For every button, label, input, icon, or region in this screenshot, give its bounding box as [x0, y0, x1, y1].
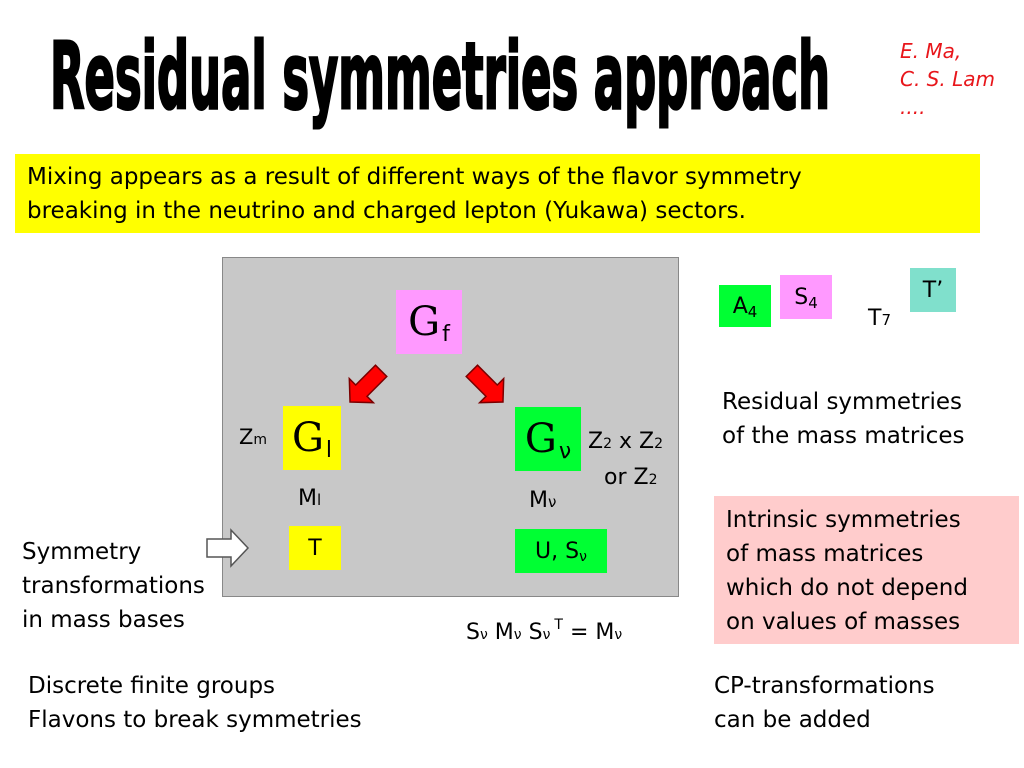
g-f-symbol: G [408, 299, 441, 345]
discrete-groups-text: Discrete finite groups Flavons to break … [28, 673, 362, 733]
intro-line: Mixing appears as a result of different … [27, 164, 802, 190]
right-arrow-icon [206, 528, 250, 568]
author-line: E. Ma, [900, 39, 962, 63]
author-line: C. S. Lam [900, 67, 995, 91]
m-l-label: Ml [298, 486, 322, 511]
intro-box: Mixing appears as a result of different … [15, 154, 980, 233]
residual-symmetries-text: Residual symmetries of the mass matrices [722, 389, 965, 449]
t-box: T [289, 526, 341, 570]
g-nu-subscript: ν [558, 438, 572, 464]
g-f-subscript: f [442, 321, 450, 347]
cp-transformations-text: CP-transformations can be added [714, 673, 935, 733]
red-arrows [348, 364, 505, 404]
mass-matrix-equation: Sν Mν SνT = Mν [466, 617, 623, 645]
z2-label: Z2 x Z2 or Z2 [588, 429, 664, 490]
g-nu-symbol: G [524, 416, 557, 462]
slide-title-text: Residual symmetries approach [50, 23, 830, 130]
z-m-label: Zm [239, 425, 268, 449]
t-prime-box: T’ [910, 268, 956, 312]
intrinsic-symmetries-box: Intrinsic symmetries of mass matrices wh… [714, 496, 1019, 644]
t7-label: T7 [868, 306, 891, 331]
g-l-subscript: l [325, 437, 333, 463]
authors: E. Ma, C. S. Lam .... [900, 37, 995, 121]
symmetry-transformations-text: Symmetry transformations in mass bases [22, 539, 205, 633]
g-l-symbol: G [291, 415, 324, 461]
left-red-arrow [348, 364, 388, 404]
right-red-arrow [465, 364, 505, 404]
intro-line: breaking in the neutrino and charged lep… [27, 198, 746, 224]
author-line: .... [900, 95, 926, 119]
slide-title: Residual symmetries approach [50, 22, 832, 132]
m-nu-label: Mν [529, 488, 557, 513]
